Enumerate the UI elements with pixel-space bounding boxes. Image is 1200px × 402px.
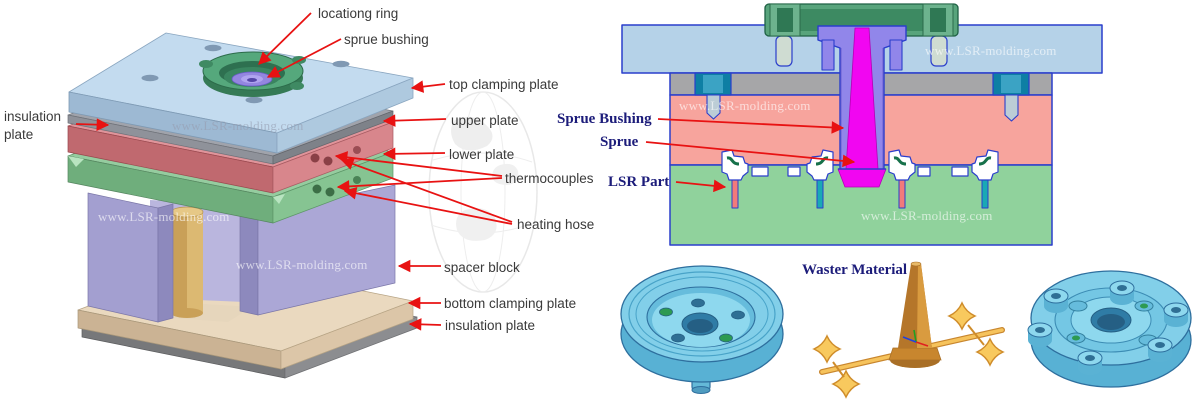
label-waste-material: Waster Material <box>802 262 908 278</box>
part-bosses <box>1027 280 1189 375</box>
label-heating-hose: heating hose <box>517 217 595 232</box>
cad-axis-marker <box>902 329 929 347</box>
callout-arrows <box>75 12 856 331</box>
sprue-section <box>837 27 887 188</box>
locating-ring-3d <box>199 51 306 97</box>
label-insulation-plate-bottom: insulation plate <box>445 318 536 333</box>
exploded-mold-3d <box>67 32 418 379</box>
label-sprue-section: Sprue <box>600 134 639 150</box>
cross-section-diagram <box>621 3 1103 246</box>
label-sprue-bushing-section: Sprue Bushing <box>557 111 652 127</box>
molded-part-left <box>620 265 784 394</box>
label-thermocouples: thermocouples <box>505 171 594 186</box>
ejector-cylinder <box>170 206 204 318</box>
mold-cavities <box>721 149 999 209</box>
label-lower-plate: lower plate <box>449 147 515 162</box>
label-spacer-block: spacer block <box>444 260 520 275</box>
molded-part-right <box>1027 270 1192 388</box>
sprue-bushing-3d <box>231 71 273 87</box>
label-upper-plate: upper plate <box>451 113 519 128</box>
waste-material-part <box>812 261 1005 399</box>
label-lsr-part: LSR Part <box>608 174 670 190</box>
label-locating-ring: locationg ring <box>318 6 399 21</box>
label-top-clamping-plate: top clamping plate <box>449 77 559 92</box>
label-bottom-clamping-plate: bottom clamping plate <box>444 296 577 311</box>
label-sprue-bushing-3d: sprue bushing <box>344 32 429 47</box>
clamp-bolts-section <box>694 72 1030 122</box>
spacer-blocks <box>87 184 396 323</box>
globe-watermark <box>428 91 538 293</box>
label-insulation-plate-top: insulation plate <box>4 109 62 143</box>
